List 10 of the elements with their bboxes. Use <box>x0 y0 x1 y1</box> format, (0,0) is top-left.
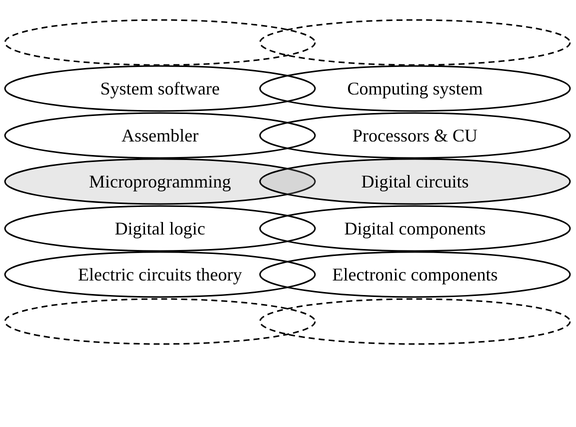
oval-label: Electronic components <box>332 264 498 285</box>
oval-label: Microprogramming <box>89 171 231 192</box>
oval-label: Digital components <box>344 218 486 239</box>
oval-label: Digital circuits <box>361 171 469 192</box>
oval-label: Processors & CU <box>352 125 478 146</box>
oval-label: Computing system <box>347 78 483 99</box>
oval-label: Digital logic <box>114 218 206 239</box>
oval-label: System software <box>100 78 220 99</box>
oval-label: Assembler <box>122 125 198 146</box>
oval-label: Electric circuits theory <box>78 264 242 285</box>
